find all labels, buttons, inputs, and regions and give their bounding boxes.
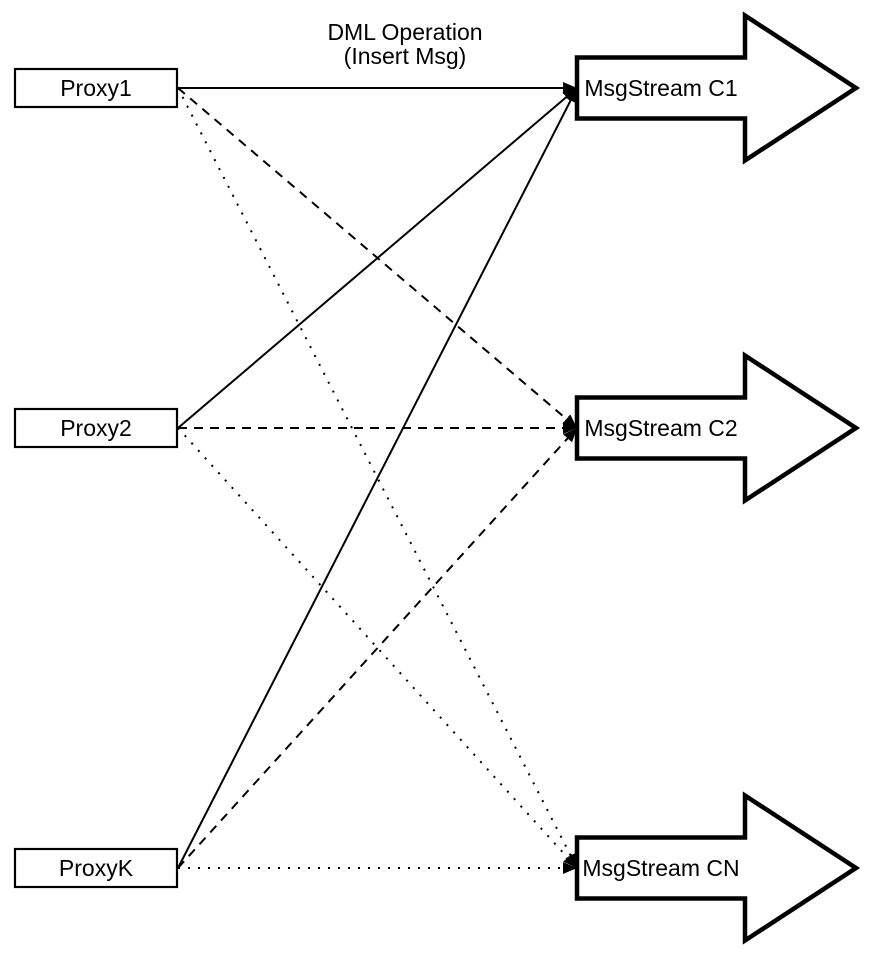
proxyK-label: ProxyK <box>59 855 134 881</box>
proxyK-box <box>13 847 179 889</box>
proxy-node-proxy1: Proxy1 <box>13 67 179 109</box>
stream-node-c1: MsgStream C1 <box>574 11 861 165</box>
edges-layer <box>177 82 578 874</box>
title-line-1: DML Operation <box>327 19 482 45</box>
msgstream-cn-arrow-shape <box>574 791 861 945</box>
edge-proxyK-c2-dashed <box>177 427 578 869</box>
proxy2-box <box>13 407 179 449</box>
msgstream-c1-arrow-shape <box>574 11 861 165</box>
proxy1-box <box>13 67 179 109</box>
proxy-node-proxyK: ProxyK <box>13 847 179 889</box>
title-line-2: (Insert Msg) <box>344 43 467 69</box>
stream-node-cn: MsgStream CN <box>574 791 861 945</box>
edge-proxyK-c1-solid <box>177 87 578 869</box>
msgstream-c2-arrow-shape <box>574 351 861 505</box>
proxy-node-proxy2: Proxy2 <box>13 407 179 449</box>
edge-proxy1-cn-dotted <box>177 87 578 869</box>
proxy2-label: Proxy2 <box>60 415 132 441</box>
msgstream-c1-label: MsgStream C1 <box>584 75 737 101</box>
proxy1-label: Proxy1 <box>60 75 132 101</box>
diagram-title: DML Operation (Insert Msg) <box>327 19 482 69</box>
edge-proxy2-c1-solid <box>177 87 578 429</box>
stream-node-c2: MsgStream C2 <box>574 351 861 505</box>
msgstream-cn-label: MsgStream CN <box>582 855 739 881</box>
msgstream-c2-label: MsgStream C2 <box>584 415 737 441</box>
